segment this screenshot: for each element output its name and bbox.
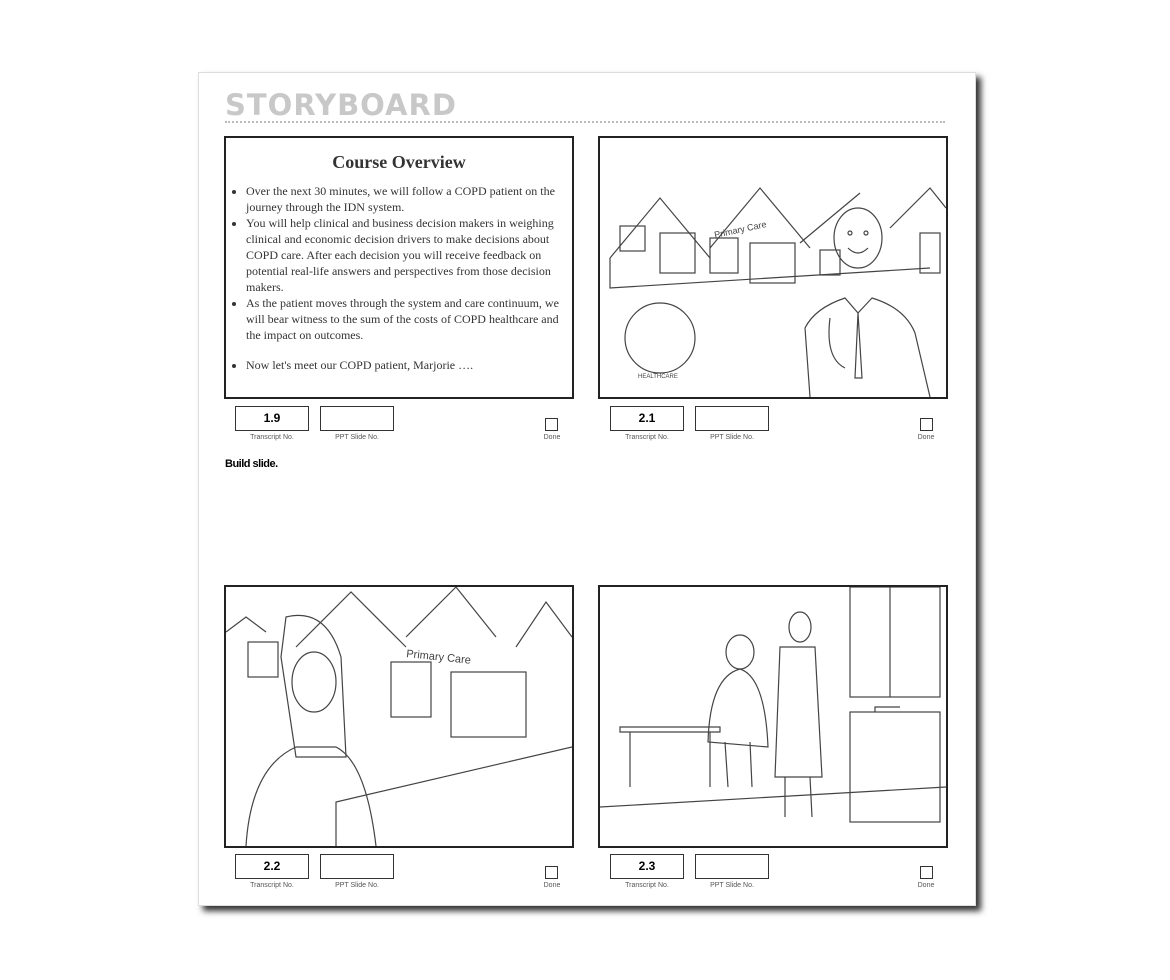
ppt-slide-no-field[interactable] <box>695 406 769 431</box>
sketch-patient-outside-clinic: Primary Care <box>224 585 574 848</box>
done-checkbox[interactable] <box>545 418 558 431</box>
clinic-logo-text: HEALTHCARE <box>638 374 678 380</box>
ppt-slide-no-label: PPT Slide No. <box>335 882 379 889</box>
done-label: Done <box>543 434 561 441</box>
done-checkbox[interactable] <box>920 866 933 879</box>
transcript-no-field[interactable]: 2.2 <box>235 854 309 879</box>
clinic-sign: Primary Care <box>713 219 767 240</box>
ppt-slide-no-field[interactable] <box>320 854 394 879</box>
title-divider <box>225 121 945 123</box>
transcript-no-field[interactable]: 2.3 <box>610 854 684 879</box>
done-label: Done <box>543 882 561 889</box>
slide-course-overview: Course Overview Over the next 30 minutes… <box>224 136 574 399</box>
done-label: Done <box>917 434 935 441</box>
transcript-no-label: Transcript No. <box>250 882 294 889</box>
ppt-slide-no-label: PPT Slide No. <box>710 434 754 441</box>
sketch-exam-room <box>598 585 948 848</box>
frame-note: Build slide. <box>225 458 278 470</box>
transcript-no-label: Transcript No. <box>625 434 669 441</box>
transcript-no-label: Transcript No. <box>250 434 294 441</box>
ppt-slide-no-label: PPT Slide No. <box>710 882 754 889</box>
bullet: Now let's meet our COPD patient, Marjori… <box>246 357 562 373</box>
transcript-no-field[interactable]: 2.1 <box>610 406 684 431</box>
bullet: Over the next 30 minutes, we will follow… <box>246 183 562 215</box>
done-checkbox[interactable] <box>920 418 933 431</box>
done-checkbox[interactable] <box>545 866 558 879</box>
ppt-slide-no-field[interactable] <box>320 406 394 431</box>
ppt-slide-no-label: PPT Slide No. <box>335 434 379 441</box>
bullet: As the patient moves through the system … <box>246 295 562 343</box>
done-label: Done <box>917 882 935 889</box>
bullet: You will help clinical and business deci… <box>246 215 562 295</box>
transcript-no-field[interactable]: 1.9 <box>235 406 309 431</box>
ppt-slide-no-field[interactable] <box>695 854 769 879</box>
slide-title: Course Overview <box>332 152 466 172</box>
page-title: STORYBOARD <box>225 88 457 122</box>
clinic-sign: Primary Care <box>406 648 472 667</box>
transcript-no-label: Transcript No. <box>625 882 669 889</box>
sketch-doctor-outside-clinic: Primary Care HEALTHCARE <box>598 136 948 399</box>
